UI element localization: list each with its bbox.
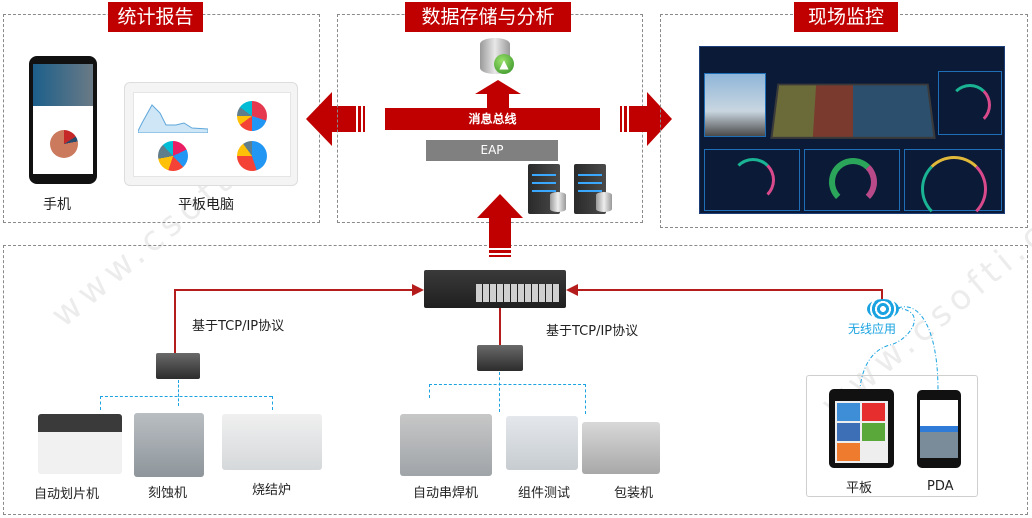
wireless-links xyxy=(859,306,939,391)
network-line-left xyxy=(174,289,414,291)
equipment-label: 自动划片机 xyxy=(34,487,100,502)
camera-panel xyxy=(704,73,766,137)
tablet-device xyxy=(124,82,298,186)
mobile-device-label: PDA xyxy=(927,479,954,494)
network-line-middle xyxy=(499,308,501,346)
gauge-icon xyxy=(949,84,991,126)
phone-device xyxy=(29,56,97,184)
message-bus: 消息总线 xyxy=(385,108,600,130)
device-link-left xyxy=(100,396,272,397)
mobile-devices-box xyxy=(806,375,978,497)
arrow-up-icon xyxy=(477,194,523,257)
equipment-image-dicing xyxy=(38,414,122,474)
tablet-area-chart xyxy=(138,104,208,133)
monitor-title: 现场监控 xyxy=(794,2,898,32)
device-link-middle xyxy=(429,384,430,398)
device-link-left xyxy=(100,396,101,410)
sub-switch xyxy=(156,353,200,379)
app-tile xyxy=(837,423,860,441)
device-link-middle xyxy=(499,372,500,412)
tablet-pie-chart xyxy=(237,101,267,131)
eap-box: EAP xyxy=(426,140,558,161)
device-link-left xyxy=(178,380,179,406)
tablet-device xyxy=(829,389,894,468)
wireless-icon xyxy=(867,299,899,319)
equipment-image-packaging xyxy=(582,422,660,474)
equipment-label: 刻蚀机 xyxy=(148,486,188,501)
device-link-middle xyxy=(585,384,586,414)
device-label-phone: 手机 xyxy=(43,197,71,213)
gauge-panel xyxy=(804,149,900,211)
report-title: 统计报告 xyxy=(108,2,203,32)
equipment-label: 自动串焊机 xyxy=(413,486,479,501)
equipment-image-sintering xyxy=(222,414,322,470)
storage-title: 数据存储与分析 xyxy=(405,2,571,32)
equipment-image-tester xyxy=(506,416,578,470)
mobile-device-label: 平板 xyxy=(846,481,873,496)
equipment-label: 组件测试 xyxy=(518,486,571,501)
monitoring-dashboard xyxy=(699,46,1005,222)
device-link-left xyxy=(272,396,273,410)
field-section xyxy=(3,245,1028,515)
disk-icon xyxy=(550,192,566,212)
protocol-label-right: 基于TCP/IP协议 xyxy=(546,324,639,339)
phone-screen xyxy=(33,64,93,174)
equipment-image-etching xyxy=(134,413,204,477)
tablet-app-grid xyxy=(835,401,888,463)
gauge-panel xyxy=(704,149,800,211)
app-tile xyxy=(837,443,860,461)
pda-screen xyxy=(920,400,958,458)
protocol-label-left: 基于TCP/IP协议 xyxy=(192,319,285,334)
switch-ports xyxy=(476,284,560,302)
gauge-panel xyxy=(938,71,1002,135)
arrow-left-icon xyxy=(306,92,365,146)
arrowhead-right-icon xyxy=(412,284,424,296)
tablet-screen xyxy=(133,92,291,177)
sub-switch xyxy=(477,345,523,371)
gauge-icon xyxy=(921,156,987,222)
phone-banner xyxy=(33,64,93,106)
arrowhead-left-icon xyxy=(566,284,578,296)
network-switch xyxy=(424,270,566,308)
network-line-right xyxy=(881,289,883,303)
tablet-pie-chart xyxy=(237,141,267,171)
phone-pie-chart xyxy=(50,130,78,158)
network-line-left xyxy=(174,289,176,353)
equipment-label: 烧结炉 xyxy=(252,483,292,498)
equipment-image-stringer xyxy=(400,414,492,476)
disk-icon xyxy=(596,192,612,212)
equipment-label: 包装机 xyxy=(614,486,654,501)
tablet-pie-chart xyxy=(158,141,188,171)
network-line-right xyxy=(578,289,883,291)
device-label-tablet: 平板电脑 xyxy=(178,197,234,213)
gauge-panel xyxy=(904,149,1002,222)
gauge-icon xyxy=(731,158,775,202)
app-tile xyxy=(862,423,885,441)
factory-floor-map xyxy=(770,83,936,139)
app-tile xyxy=(862,403,885,421)
arrow-right-icon xyxy=(620,92,672,146)
gauge-icon xyxy=(829,158,877,206)
upload-icon: ▲ xyxy=(494,54,514,74)
wireless-label: 无线应用 xyxy=(848,322,897,336)
arrow-up-icon xyxy=(475,80,521,108)
device-link-middle xyxy=(429,384,586,385)
pda-device xyxy=(917,390,961,468)
app-tile xyxy=(837,403,860,421)
